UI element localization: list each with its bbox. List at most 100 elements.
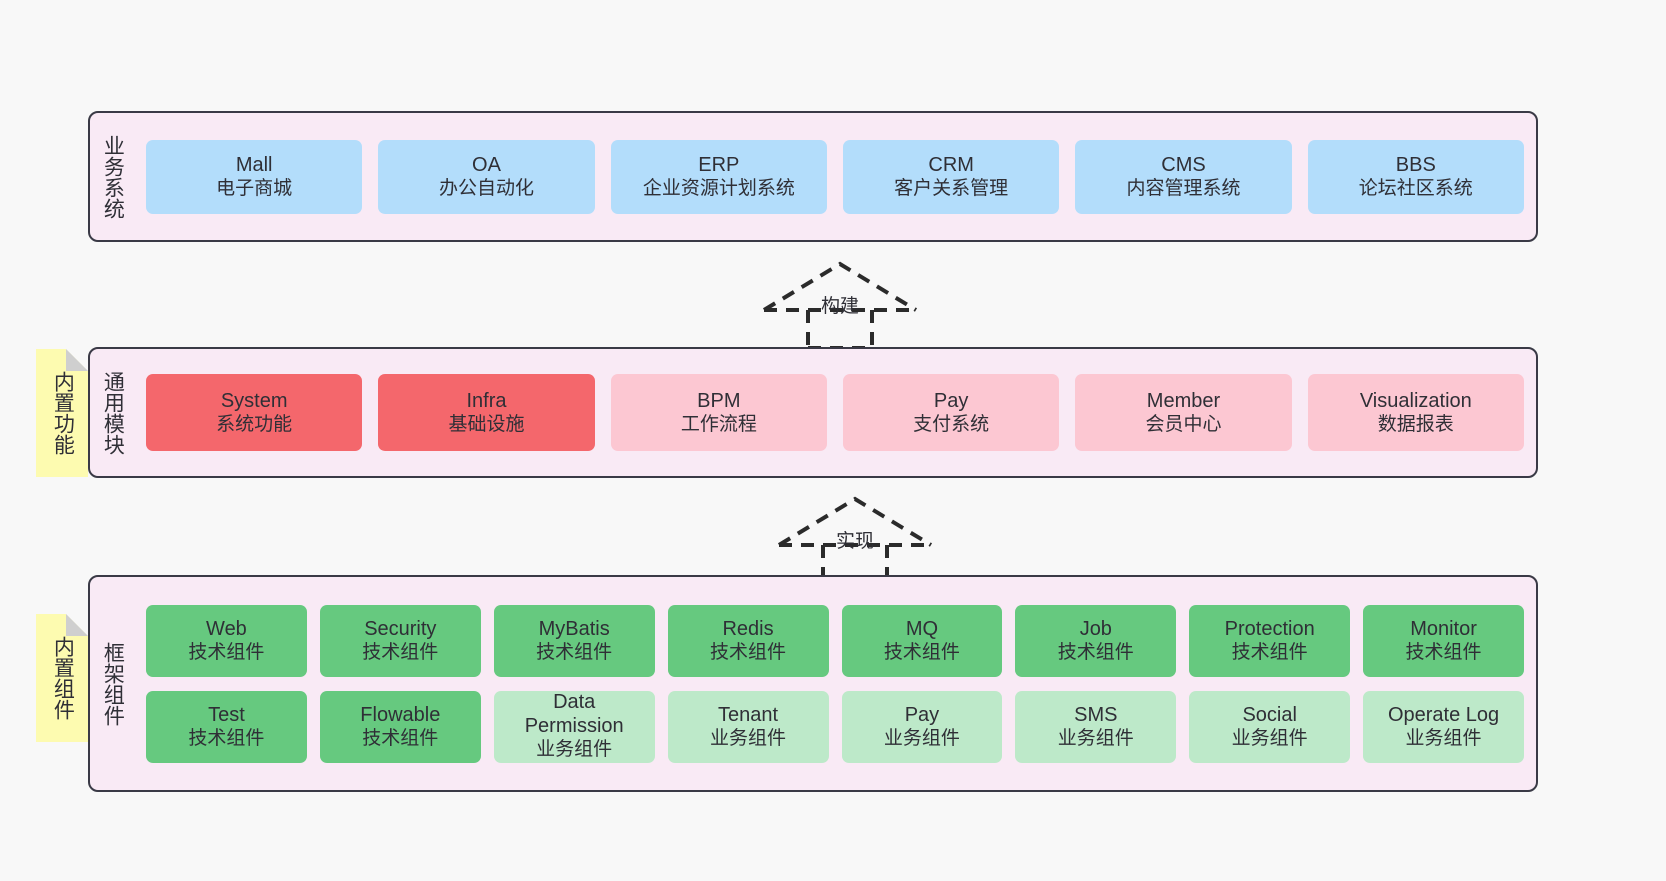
layer-business-system-body: Mall 电子商城 OA 办公自动化 ERP 企业资源计划系统 CRM 客户关系… <box>134 113 1536 240</box>
node-infra-desc: 基础设施 <box>448 413 525 435</box>
node-member[interactable]: Member 会员中心 <box>1075 374 1292 451</box>
node-test-desc: 技术组件 <box>188 727 265 749</box>
node-crm-name: CRM <box>928 153 974 176</box>
node-infra[interactable]: Infra 基础设施 <box>378 374 595 451</box>
arrow-build-icon <box>762 261 918 350</box>
node-pay-module-name: Pay <box>933 389 969 412</box>
node-bpm-name: BPM <box>697 389 741 412</box>
layer-framework-component-body: Web 技术组件 Security 技术组件 MyBatis 技术组件 Redi… <box>134 577 1536 790</box>
node-member-name: Member <box>1146 389 1221 412</box>
node-flowable-desc: 技术组件 <box>362 727 439 749</box>
framework-row-business: Test 技术组件 Flowable 技术组件 Data Permission … <box>146 690 1524 763</box>
node-bpm[interactable]: BPM 工作流程 <box>610 374 827 451</box>
node-visualization-name: Visualization <box>1359 389 1472 412</box>
node-erp-name: ERP <box>698 153 740 176</box>
node-monitor-name: Monitor <box>1410 617 1477 640</box>
node-infra-name: Infra <box>466 389 507 412</box>
node-job-desc: 技术组件 <box>1057 641 1134 663</box>
node-mybatis-name: MyBatis <box>538 617 610 640</box>
node-pay-component-desc: 业务组件 <box>883 727 960 749</box>
node-monitor-desc: 技术组件 <box>1405 641 1482 663</box>
node-erp[interactable]: ERP 企业资源计划系统 <box>610 139 827 214</box>
layer-business-system-title: 业务系统 <box>101 134 125 219</box>
node-flowable-name: Flowable <box>360 703 441 726</box>
node-sms-desc: 业务组件 <box>1057 727 1134 749</box>
node-security-desc: 技术组件 <box>362 641 439 663</box>
node-crm-desc: 客户关系管理 <box>894 177 1009 199</box>
node-redis[interactable]: Redis 技术组件 <box>667 604 829 677</box>
node-test[interactable]: Test 技术组件 <box>146 690 307 763</box>
node-test-name: Test <box>208 703 245 726</box>
node-redis-desc: 技术组件 <box>710 641 787 663</box>
layer-common-module: 通用模块 System 系统功能 Infra 基础设施 BPM 工作流程 Pay… <box>88 347 1538 478</box>
arrow-implement-icon <box>777 496 933 585</box>
node-bbs-desc: 论坛社区系统 <box>1358 177 1473 199</box>
node-oa-name: OA <box>472 153 501 176</box>
node-social-desc: 业务组件 <box>1231 727 1308 749</box>
node-tenant-desc: 业务组件 <box>710 727 787 749</box>
node-social-name: Social <box>1242 703 1297 726</box>
node-pay-component[interactable]: Pay 业务组件 <box>841 690 1003 763</box>
node-redis-name: Redis <box>722 617 774 640</box>
node-bpm-desc: 工作流程 <box>680 413 757 435</box>
note-builtin-feature-label: 内置功能 <box>51 371 75 455</box>
node-oa[interactable]: OA 办公自动化 <box>378 139 595 214</box>
node-sms[interactable]: SMS 业务组件 <box>1015 690 1177 763</box>
node-system-desc: 系统功能 <box>216 413 293 435</box>
node-mybatis-desc: 技术组件 <box>536 641 613 663</box>
node-job[interactable]: Job 技术组件 <box>1015 604 1177 677</box>
node-bbs-name: BBS <box>1395 153 1436 176</box>
node-oa-desc: 办公自动化 <box>438 177 534 199</box>
arrow-build: 构建 <box>760 258 920 350</box>
node-monitor[interactable]: Monitor 技术组件 <box>1363 604 1524 677</box>
node-crm[interactable]: CRM 客户关系管理 <box>842 139 1060 214</box>
node-operate-log-name: Operate Log <box>1387 703 1500 726</box>
node-pay-module[interactable]: Pay 支付系统 <box>842 374 1060 451</box>
node-web-desc: 技术组件 <box>188 641 265 663</box>
node-data-permission-name: Data Permission <box>524 691 624 737</box>
node-web-name: Web <box>206 617 247 640</box>
node-flowable[interactable]: Flowable 技术组件 <box>319 690 481 763</box>
node-mall-name: Mall <box>235 153 273 176</box>
node-bbs[interactable]: BBS 论坛社区系统 <box>1307 139 1524 214</box>
note-builtin-component-label: 内置组件 <box>51 636 75 720</box>
node-social[interactable]: Social 业务组件 <box>1189 690 1351 763</box>
node-sms-name: SMS <box>1074 703 1118 726</box>
node-pay-module-desc: 支付系统 <box>913 413 990 435</box>
layer-framework-component-title: 框架组件 <box>101 641 125 726</box>
node-pay-component-name: Pay <box>904 703 940 726</box>
node-mq-desc: 技术组件 <box>883 641 960 663</box>
node-member-desc: 会员中心 <box>1145 413 1222 435</box>
node-data-permission[interactable]: Data Permission 业务组件 <box>493 690 655 763</box>
node-protection[interactable]: Protection 技术组件 <box>1189 604 1351 677</box>
node-erp-desc: 企业资源计划系统 <box>642 177 795 199</box>
node-mq-name: MQ <box>905 617 939 640</box>
node-tenant[interactable]: Tenant 业务组件 <box>667 690 829 763</box>
node-operate-log[interactable]: Operate Log 业务组件 <box>1363 690 1524 763</box>
node-visualization-desc: 数据报表 <box>1377 413 1454 435</box>
node-protection-name: Protection <box>1224 617 1315 640</box>
node-security-name: Security <box>364 617 437 640</box>
node-protection-desc: 技术组件 <box>1231 641 1308 663</box>
node-operate-log-desc: 业务组件 <box>1405 727 1482 749</box>
node-data-permission-desc: 业务组件 <box>536 739 613 761</box>
arrow-implement: 实现 <box>775 493 935 585</box>
node-mall[interactable]: Mall 电子商城 <box>146 139 363 214</box>
note-builtin-component-fold-icon <box>66 614 88 636</box>
framework-row-technical: Web 技术组件 Security 技术组件 MyBatis 技术组件 Redi… <box>146 604 1524 677</box>
node-mybatis[interactable]: MyBatis 技术组件 <box>493 604 655 677</box>
node-web[interactable]: Web 技术组件 <box>146 604 307 677</box>
node-visualization[interactable]: Visualization 数据报表 <box>1307 374 1524 451</box>
node-cms[interactable]: CMS 内容管理系统 <box>1075 139 1292 214</box>
node-system-name: System <box>220 389 288 412</box>
node-tenant-name: Tenant <box>718 703 779 726</box>
node-cms-desc: 内容管理系统 <box>1126 177 1241 199</box>
node-job-name: Job <box>1079 617 1112 640</box>
node-mq[interactable]: MQ 技术组件 <box>841 604 1003 677</box>
node-mall-desc: 电子商城 <box>216 177 293 199</box>
layer-common-module-title: 通用模块 <box>101 370 125 455</box>
node-security[interactable]: Security 技术组件 <box>319 604 481 677</box>
node-system[interactable]: System 系统功能 <box>146 374 363 451</box>
note-builtin-feature-fold-icon <box>66 349 88 371</box>
